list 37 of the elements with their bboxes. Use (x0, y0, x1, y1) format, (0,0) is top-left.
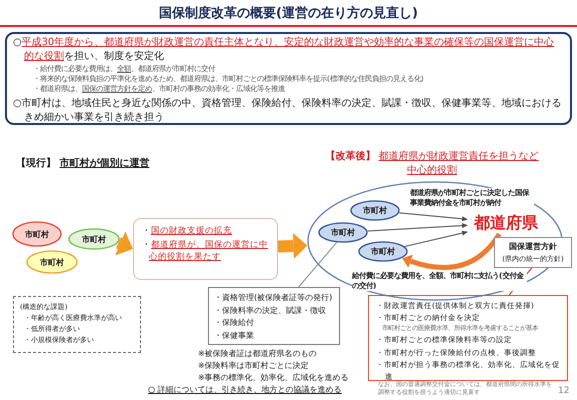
duty-text: ・保健事業 (214, 330, 255, 342)
summary-paragraph: ○平成30年度から、都道府県が財政運営の責任主体となり、安定的な財政運営や効率的な事業の確保等の国保運営に中心的な役割を担い、制度を安定化 (13, 36, 556, 64)
municipality-ellipse: 市町村 (68, 228, 120, 250)
note-text: ○ 詳細については、引き続き、地方との協議を進める (148, 384, 342, 395)
bullet-text: ・国の財政支援の拡充 (142, 225, 233, 237)
municipality-ellipse: 市町村 (12, 221, 62, 247)
arrow (278, 232, 308, 259)
summary-paragraph: ○市町村は、地域住民と身近な関係の中、資格管理、保険給付、保険料率の決定、賦課・徴収、保健事業等、地域におけるきめ細かい事業を引き続き担う (13, 97, 563, 125)
duty-text: ・資格管理(被保険者証等の発行) (214, 292, 334, 304)
note-text: ※事務の標準化、効率化、広域化を進める (198, 372, 349, 383)
policy-box (494, 237, 572, 268)
municipality-ellipse: 市町村 (350, 200, 400, 221)
duty-text: ・保険料率の決定、賦課・徴収 (214, 304, 327, 316)
arrow (115, 232, 133, 256)
connector-line (298, 242, 338, 288)
issues-box (13, 296, 141, 353)
municipality-ellipse: 市町村 (318, 222, 368, 243)
duty-text: ・保険給付 (214, 317, 255, 329)
bullet-text: ・都道府県が、国保の運営に中心的役割を果たす (142, 239, 269, 263)
section-heading: 【改革後】 都道府県が財政運営責任を担うなど中心的役割 (324, 150, 540, 178)
arrow (367, 223, 468, 232)
policy-title: 国保運営方針 (508, 241, 558, 253)
arrow (402, 232, 502, 270)
duties-box (208, 287, 340, 345)
summary-box (5, 32, 572, 125)
arrow (404, 230, 468, 247)
municipality-ellipse: 市町村 (26, 250, 78, 274)
municipality-ellipse: 市町村 (358, 241, 408, 262)
note-text: ※保険料率は市町村ごとに決定 (198, 360, 309, 371)
note-text: ※被保険者証は都道府県名のもの (198, 348, 317, 359)
page-number: 12 (558, 386, 570, 396)
title: 国保制度改革の概要(運営の在り方の見直し) (158, 4, 419, 22)
responsibilities-box (368, 295, 568, 381)
arrow (398, 212, 468, 222)
section-heading: 【現行】 市町村が個別に運営 (16, 156, 150, 170)
support-box (133, 218, 278, 280)
prefecture-label: 都道府県 (468, 212, 544, 234)
